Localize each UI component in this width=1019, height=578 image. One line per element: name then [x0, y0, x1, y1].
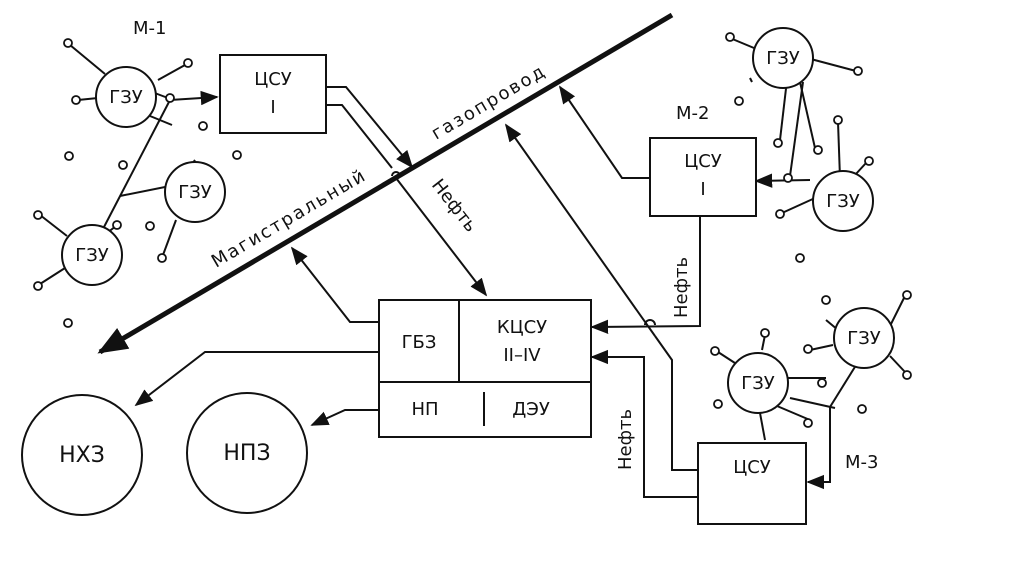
gzu-m3-left: ГЗУ [727, 352, 789, 414]
field-label-m3: М-3 [845, 452, 878, 473]
wells-m1 [33, 38, 242, 328]
gzu-m1-bottom: ГЗУ [61, 224, 123, 286]
csu-m1-outlets [326, 86, 488, 297]
csu-m1: ЦСУ I [219, 54, 327, 134]
svg-text:ГЗУ: ГЗУ [178, 182, 212, 203]
oil-label-m3: Нефть [615, 409, 636, 470]
svg-text:ГЗУ: ГЗУ [847, 328, 881, 349]
np-label: НП [411, 399, 438, 420]
gbz-label: ГБЗ [402, 332, 437, 353]
pipeline-label-main: Магистральный [208, 165, 371, 273]
deu-label: ДЭУ [512, 399, 550, 420]
central-outlets [134, 246, 379, 426]
csu-m3: ЦСУ [697, 442, 807, 525]
svg-text:ГЗУ: ГЗУ [741, 373, 775, 394]
gzu-m1-top: ГЗУ [95, 66, 157, 128]
m2-connections [729, 37, 867, 214]
wells-m2 [725, 32, 874, 263]
csu-m3-outlet [590, 349, 698, 498]
gzu-m3-right: ГЗУ [833, 307, 895, 369]
svg-text:ГЗУ: ГЗУ [826, 191, 860, 212]
svg-text:ГЗУ: ГЗУ [766, 48, 800, 69]
gzu-m2-bottom: ГЗУ [812, 170, 874, 232]
plant-nhz: НХЗ [21, 394, 143, 516]
kcsu-label: КЦСУ [497, 317, 547, 338]
field-label-m2: М-2 [676, 103, 709, 124]
svg-text:ЦСУ: ЦСУ [684, 151, 722, 172]
svg-text:ГЗУ: ГЗУ [109, 87, 143, 108]
csu-m2: ЦСУ I [649, 137, 757, 217]
csu-m2-outlets [504, 85, 701, 471]
svg-text:НПЗ: НПЗ [223, 441, 270, 466]
kcsu-stage-label: II–IV [503, 345, 541, 366]
svg-text:ГЗУ: ГЗУ [75, 245, 109, 266]
oil-label-m2: Нефть [671, 257, 692, 318]
svg-text:I: I [270, 97, 275, 118]
field-label-m1: М-1 [133, 18, 166, 39]
main-gas-pipeline [97, 12, 674, 355]
svg-text:ЦСУ: ЦСУ [733, 457, 771, 478]
wells-m3 [710, 290, 912, 428]
pipeline-label-gas: газопровод [428, 61, 550, 145]
svg-text:ЦСУ: ЦСУ [254, 69, 292, 90]
central-complex [378, 299, 592, 438]
gzu-m1-middle: ГЗУ [164, 161, 226, 223]
svg-text:I: I [700, 179, 705, 200]
plant-npz: НПЗ [186, 392, 308, 514]
oil-label-m1: Нефть [427, 175, 481, 236]
svg-text:НХЗ: НХЗ [59, 443, 105, 468]
gzu-m2-top: ГЗУ [752, 27, 814, 89]
